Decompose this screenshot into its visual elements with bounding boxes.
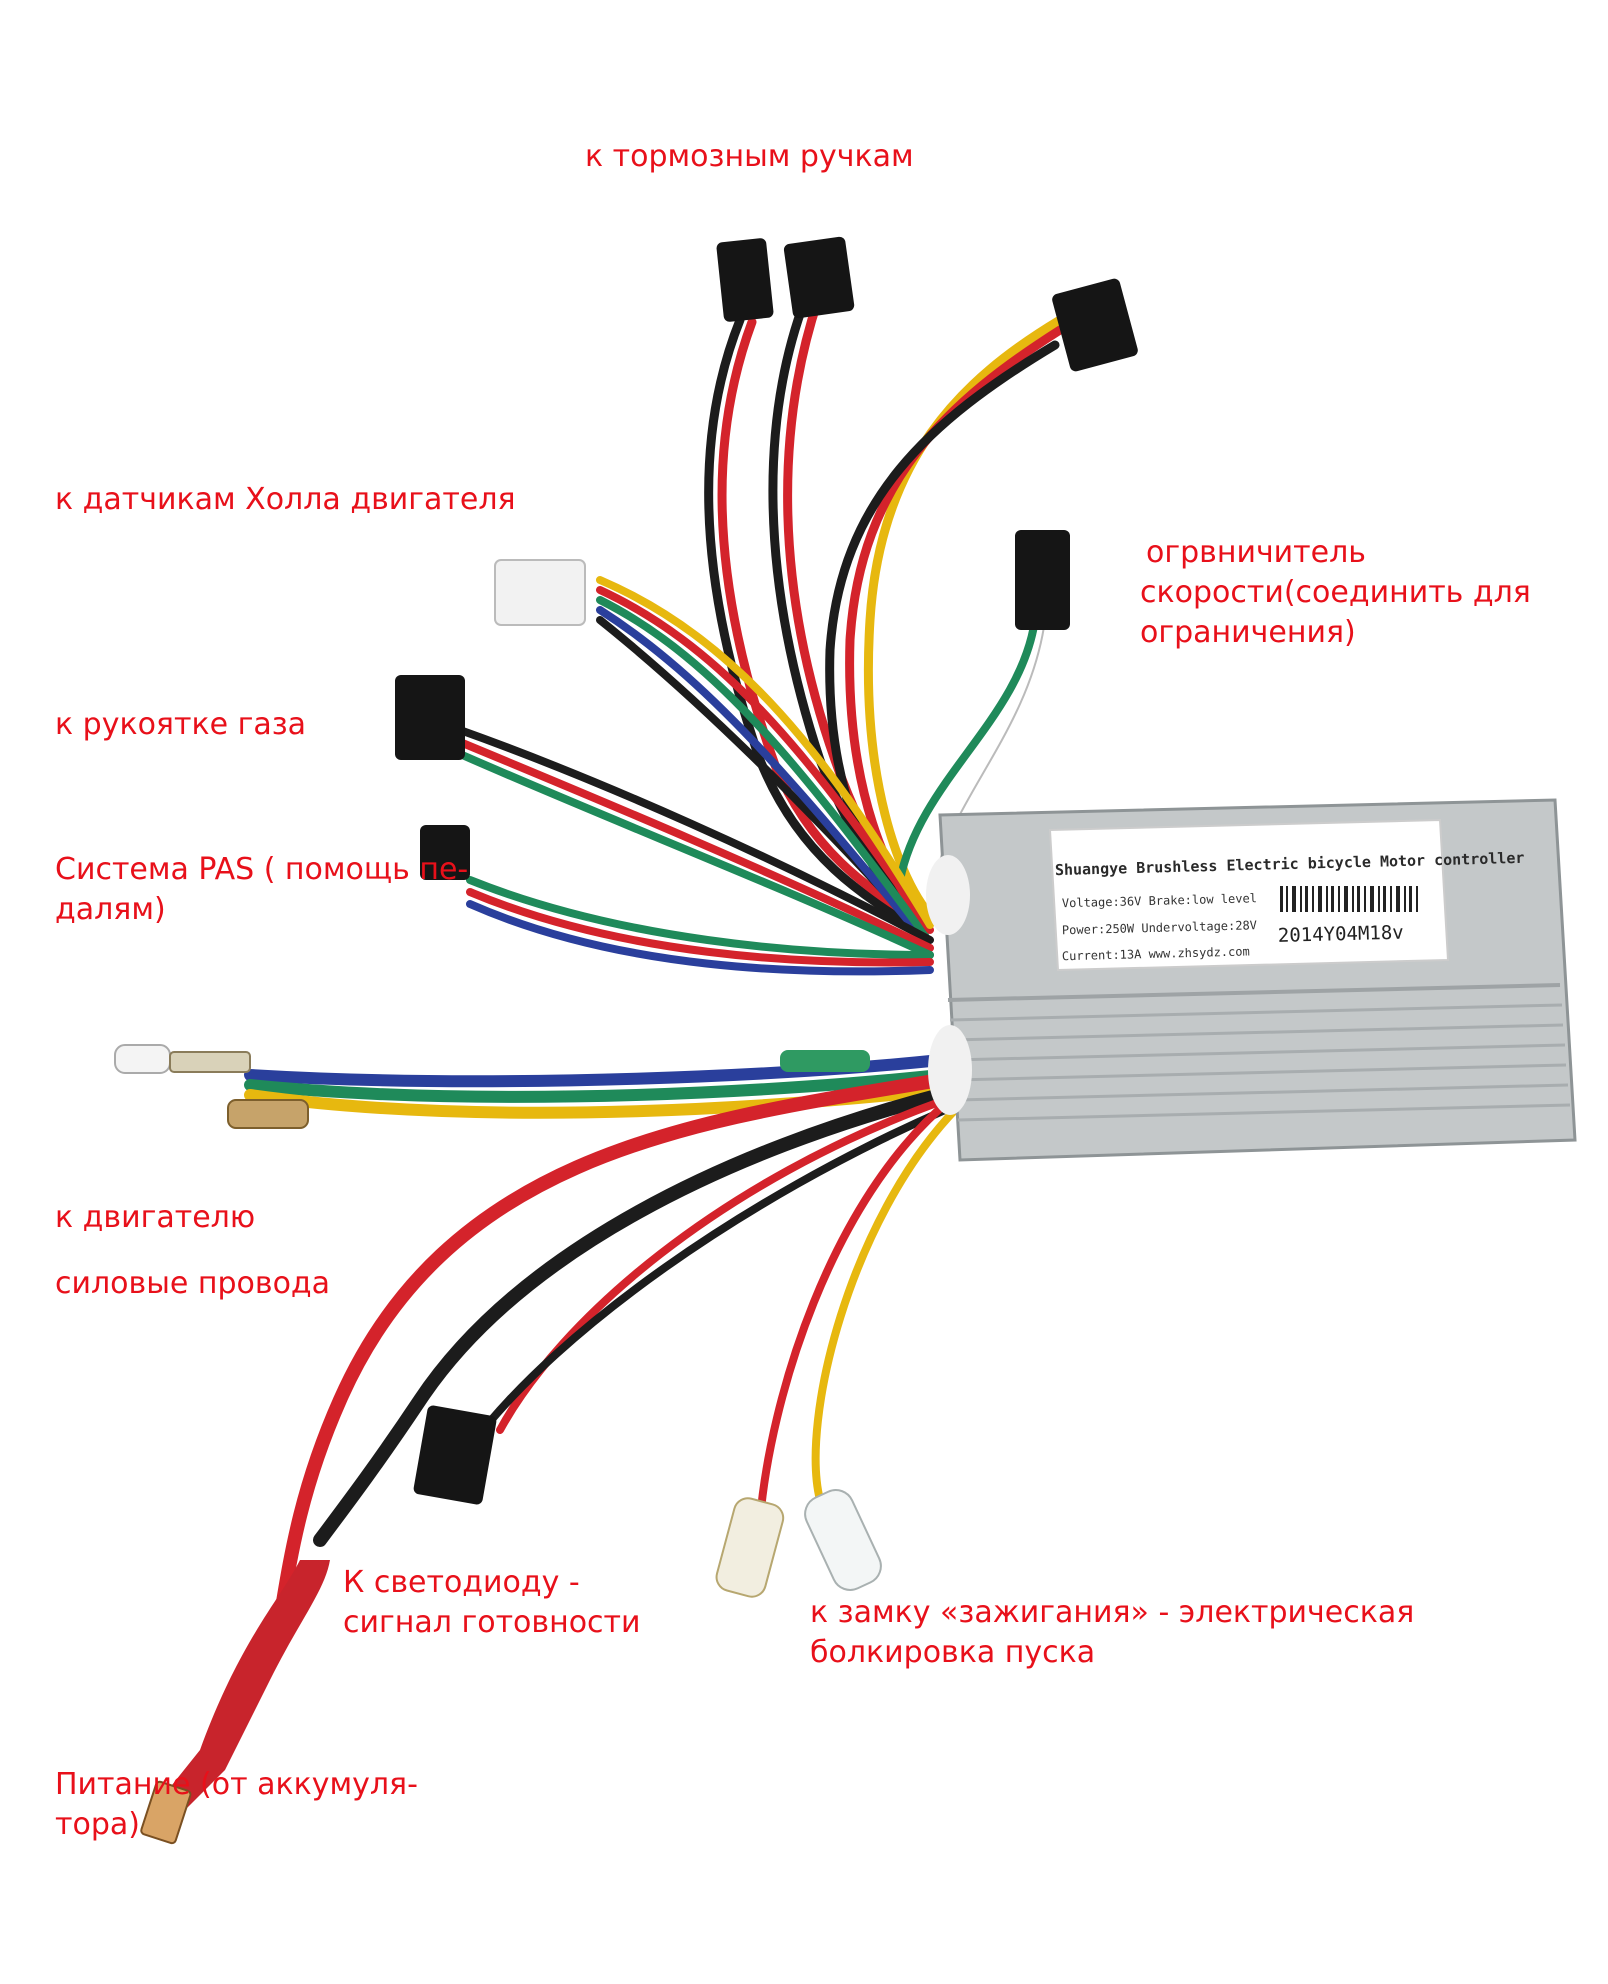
label-speed-limiter-line3: ограничения) [1140,615,1356,650]
label-battery-line1: Питание (от аккумуля- [55,1767,418,1802]
sticker-power: Power:250W Undervoltage:28V [1062,918,1257,937]
label-ignition-line2: болкировка пуска [810,1635,1096,1670]
sticker-voltage: Voltage:36V Brake:low level [1062,891,1257,910]
label-battery-supply: Питание (от аккумуля- тора) [55,1765,418,1845]
label-pas-line1: Система PAS ( помощь пе- [55,852,469,887]
label-led-line1: К светодиоду - [343,1565,580,1600]
battery-lead [140,1560,330,1845]
label-speed-limiter-line2: скорости(соединить для [1140,575,1531,610]
label-speed-limiter: огрвничитель скорости(соединить для огра… [1140,533,1531,653]
signal-wires [456,295,1065,976]
label-battery-line2: тора) [55,1807,140,1842]
label-hall-sensors: к датчикам Холла двигателя [55,482,516,517]
label-ignition: к замку «зажигания» - электрическая болк… [810,1593,1414,1673]
lower-wires [273,1073,959,1627]
label-led: К светодиоду - сигнал готовности [343,1563,641,1643]
label-throttle: к рукоятке газа [55,707,307,742]
barcode [1280,886,1418,912]
label-pas-system: Система PAS ( помощь пе- далям) [55,850,468,930]
connectors [395,236,1138,1505]
label-ignition-line1: к замку «зажигания» - электрическая [810,1595,1415,1630]
label-led-line2: сигнал готовности [343,1605,641,1640]
label-power-wires: силовые провода [55,1266,331,1301]
label-pas-line2: далям) [55,892,166,927]
sticker-serial: 2014Y04M18v [1278,922,1404,947]
sticker-current: Current:13A www.zhsydz.com [1062,944,1250,963]
label-motor: к двигателю [55,1200,256,1235]
label-speed-limiter-line1: огрвничитель [1146,535,1366,570]
ignition-terminals [715,1489,882,1598]
label-brake-levers: к тормозным ручкам [585,139,914,174]
motor-terminals [114,1044,309,1129]
